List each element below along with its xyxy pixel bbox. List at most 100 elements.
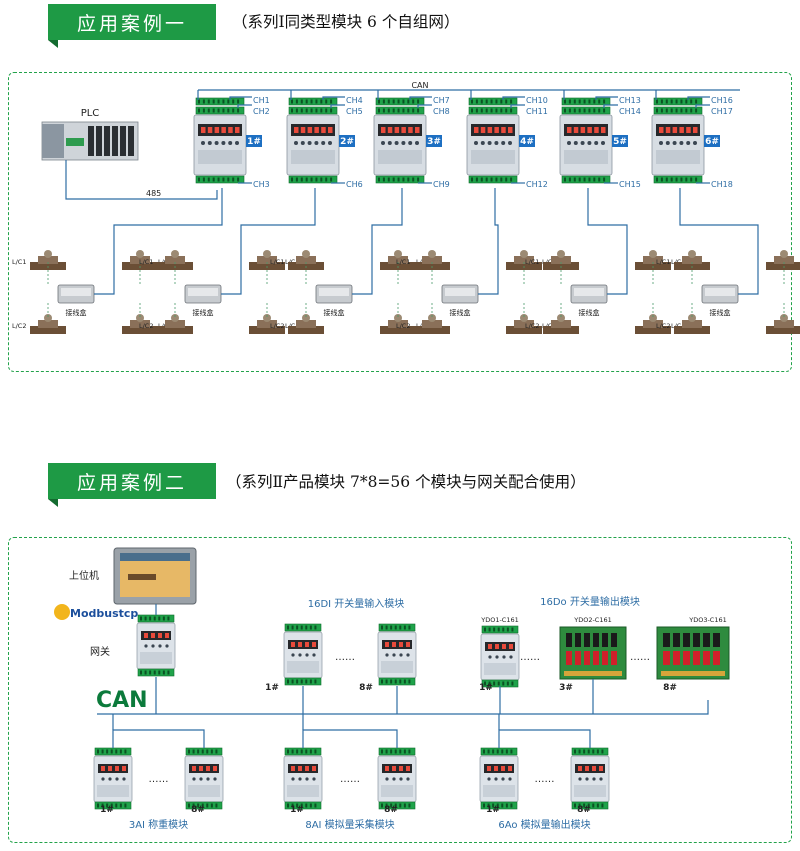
section1-title: 应用案例一 [76, 12, 187, 35]
do-num-8: 8# [663, 683, 677, 693]
load-cell-1-3-cap [44, 314, 52, 322]
di-module-last-key [399, 653, 403, 657]
module-6-bottom-terminals-pin [690, 177, 693, 182]
di-module-last-bottom-terminals-pin [385, 679, 388, 684]
module-4-digit [501, 127, 506, 133]
ai8-module-last-digit [392, 766, 396, 771]
ai3-module-last-bottom-terminals-pin [215, 803, 218, 808]
ao6-module-last-top-terminals-pin [578, 749, 581, 754]
do-board-8 [656, 626, 730, 680]
plc-io-card [112, 126, 118, 156]
ai8-module-first-plate [287, 785, 319, 797]
load-cell-3-3-cap [302, 314, 310, 322]
module-4-bottom-terminals-pin [471, 177, 473, 182]
ai8-module-first-bottom-terminals-pin [296, 803, 299, 808]
do-module-1-top-terminals-pin [488, 627, 491, 632]
gateway-module-bottom-terminals-pin [167, 670, 170, 675]
di-module-first-bottom-terminals-pin [300, 679, 303, 684]
ai8-module-last-top-terminals-pin [403, 749, 406, 754]
load-cell-1-4-cap [136, 314, 144, 322]
junction-box-1-lid [61, 288, 91, 296]
modbus-logo-icon [54, 604, 70, 620]
module-6-top-terminals-2-pin [690, 108, 693, 113]
ai3-module-last-top-terminals-pin [210, 749, 213, 754]
module-2-key [328, 141, 332, 145]
di-module-first-bottom-terminals-pin [291, 679, 294, 684]
module-3-ch-top2: CH8 [433, 107, 450, 116]
load-cell-6-1-label: L/C1 [656, 258, 671, 266]
ai3-module-last-key [192, 777, 196, 781]
di-module-first-key [305, 653, 309, 657]
di-module-last-plate [381, 661, 413, 673]
module-4-top-terminals-2-pin [510, 108, 513, 113]
module-5-bottom-terminals-pin [578, 177, 581, 182]
di-module-last-top-terminals-pin [408, 625, 411, 630]
ao6-module-first-top-terminals-pin [505, 749, 508, 754]
ao6-module-first-digit [487, 766, 491, 771]
module-4-bottom-terminals-pin [495, 177, 498, 182]
ai3-last-num: 8# [191, 805, 205, 815]
gateway-module-top-terminals-pin [158, 616, 161, 621]
di-module-first-digit [305, 642, 309, 647]
module-3-top-terminals-pin [387, 99, 390, 104]
module-4-top-terminals-2-pin [495, 108, 498, 113]
module-5-top-terminals-pin [578, 99, 581, 104]
module-2-bottom-terminals-pin [300, 177, 303, 182]
module-3-bottom-terminals-pin [407, 177, 410, 182]
ao6-module-last-digit [578, 766, 582, 771]
do-board-3-relay-red [593, 651, 599, 665]
di-module-last-bottom-terminals-pin [408, 679, 411, 684]
ai3-module-first-top-terminals [94, 747, 132, 756]
do-board-3-relay-red [584, 651, 590, 665]
module-3-top-terminals-pin [417, 99, 420, 104]
module-5-ch-top2-wire [603, 104, 618, 108]
gateway-module-top-terminals-pin [144, 616, 147, 621]
ao6-module-last-bottom-terminals-pin [601, 803, 604, 808]
module-4-bottom-terminals-pin [490, 177, 493, 182]
do-board-8-relay-red [703, 651, 710, 665]
module-4-bottom-terminals-pin [505, 177, 508, 182]
load-cell-2-3 [157, 314, 193, 334]
module-1-top-terminals-pin [227, 99, 230, 104]
module-2-key [300, 141, 305, 145]
module-5-top-terminals-pin [593, 99, 596, 104]
ai8-module-first [283, 755, 323, 803]
module-1-bottom-terminals-pin [232, 177, 235, 182]
module-4-number: 4# [520, 137, 534, 147]
load-cell-1-1-body [38, 256, 58, 264]
di-module-last-bottom-terminals-pin [381, 679, 383, 684]
load-cell-3-4-base [380, 326, 416, 334]
gateway-module-top-terminals [137, 614, 175, 623]
load-cell-1-3 [30, 314, 66, 334]
ao6-module-first-top-terminals-pin [501, 749, 504, 754]
load-cell-5-4-body [643, 320, 663, 328]
module-3-top-terminals-pin [407, 99, 410, 104]
gateway-module-bottom-terminals-strip [137, 668, 175, 677]
load-cell-3-2-body [388, 256, 408, 264]
plc-label: PLC [81, 108, 100, 119]
gateway-module-top-terminals-pin [140, 616, 142, 621]
module-6-top-terminals-2-pin [660, 108, 663, 113]
section2-subtitle: （系列Ⅱ产品模块 7*8=56 个模块与网关配合使用） [226, 473, 586, 491]
ai3-title: 3AI 称重模块 [129, 818, 188, 831]
do-module-1-digit [502, 644, 506, 649]
module-4-digit [480, 127, 486, 133]
module-4-key [508, 141, 512, 145]
ai8-module-first-bottom-terminals-pin [314, 803, 317, 808]
module-1 [193, 114, 247, 176]
module-3-label-plate [378, 150, 422, 164]
do-module-1-bottom-terminals-pin [502, 681, 505, 686]
junction-box-5-label: 接线盒 [579, 308, 600, 317]
module-4-key [474, 141, 478, 145]
ai3-module-first-bottom-terminals-pin [101, 803, 104, 808]
di-module-last-bottom-terminals-pin [399, 679, 402, 684]
module-6-digit [693, 127, 698, 133]
module-5-ch-top1-wire [595, 96, 618, 100]
ao6-module-last-bottom-terminals-pin [592, 803, 595, 808]
module-2-top-terminals-pin [305, 99, 308, 104]
module-3-top-terminals-2-pin [392, 108, 395, 113]
do-module-1-digit [495, 644, 499, 649]
module-5-digit [573, 127, 579, 133]
ai3-module-last-display [189, 764, 219, 773]
